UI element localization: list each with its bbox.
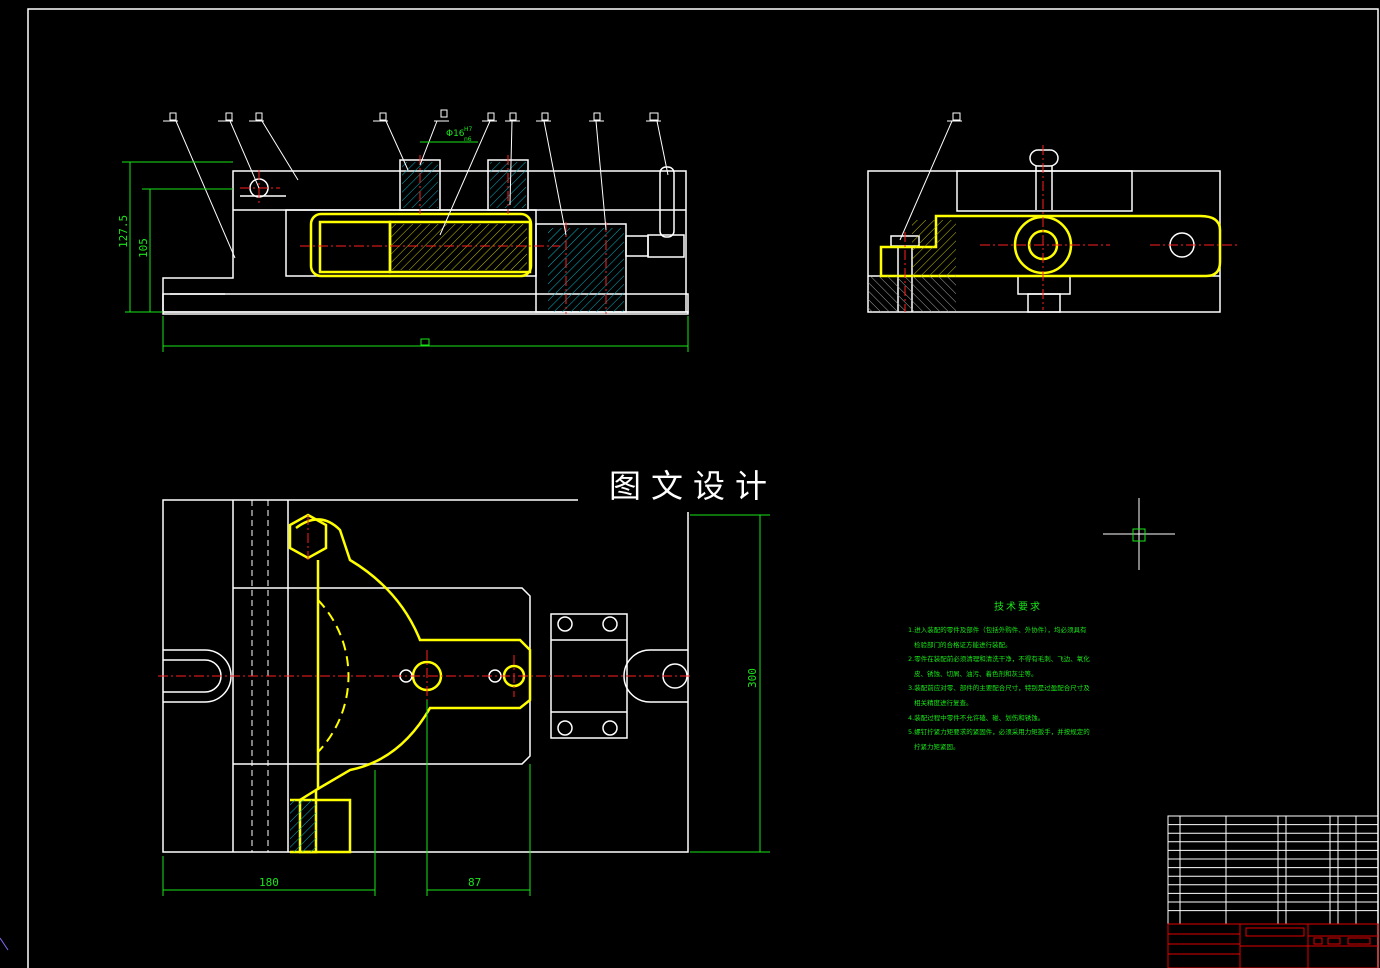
top-view-dimensions <box>162 514 770 896</box>
front-view-hatch-yellow <box>391 224 527 270</box>
dim-width-87: 87 <box>468 876 481 889</box>
front-view-leader-boxes <box>169 109 659 121</box>
bom-rows <box>1168 824 1378 912</box>
technical-requirements: 技术要求 1.进入装配的零件及部件（包括外购件、外协件），均必须具有 检验部门的… <box>908 598 1128 754</box>
tech-req-line: 4.装配过程中零件不允许磕、碰、划伤和锈蚀。 <box>908 713 1045 722</box>
tech-req-line: 拧紧力矩紧固。 <box>914 742 960 751</box>
bom-table <box>1167 815 1379 925</box>
dim-width-180: 180 <box>259 876 279 889</box>
dim-fit-upper: H7 <box>464 126 473 133</box>
tech-req-line: 皮、锈蚀、切屑、油污、着色剂和灰尘等。 <box>914 669 1038 678</box>
dim-fit-dia: Φ16 <box>446 129 465 139</box>
tech-req-line: 1.进入装配的零件及部件（包括外购件、外协件），均必须具有 <box>908 626 1087 634</box>
side-view-hatch2 <box>912 220 956 276</box>
front-view-part <box>309 212 533 278</box>
tech-req-line: 5.螺钉拧紧力矩要求的紧固件，必须采用力矩扳手，并按规定的 <box>908 728 1090 737</box>
front-view-centerlines <box>240 155 607 314</box>
cursor-crosshair-icon <box>1103 498 1175 570</box>
front-view-hatch-cyan <box>548 228 624 312</box>
top-view-arc-dashed <box>317 599 350 753</box>
tech-req-line: 3.装配前应对零、部件的主要配合尺寸，特别是过盈配合尺寸及 <box>908 684 1090 693</box>
dim-height-inner: 105 <box>137 238 150 258</box>
title-block <box>1167 923 1379 968</box>
front-view-dimensions <box>122 141 689 352</box>
side-view-leader <box>899 112 962 241</box>
top-view-hatch <box>290 800 316 852</box>
edge-marker <box>0 937 9 951</box>
dim-width-300: 300 <box>746 668 759 688</box>
tech-req-line: 检验部门的合格证方能进行装配。 <box>914 640 1012 649</box>
cursor-pickbox <box>1132 528 1146 542</box>
top-view-centerlines <box>158 515 690 700</box>
side-view-hatch <box>868 276 956 312</box>
tech-req-line: 相关精度进行复查。 <box>914 698 973 707</box>
title-overlay: 图文设计 <box>578 460 808 512</box>
drawing-border <box>27 8 1379 968</box>
tech-req-line: 2.零件在装配前必须清理和清洗干净，不得有毛刺、飞边、氧化 <box>908 655 1090 664</box>
tech-req-title: 技术要求 <box>994 602 1042 613</box>
top-view-part <box>288 513 532 854</box>
dim-fit-lower: n6 <box>464 136 472 143</box>
dim-height-total: 127.5 <box>117 215 130 248</box>
side-view-centerlines <box>904 145 1238 312</box>
